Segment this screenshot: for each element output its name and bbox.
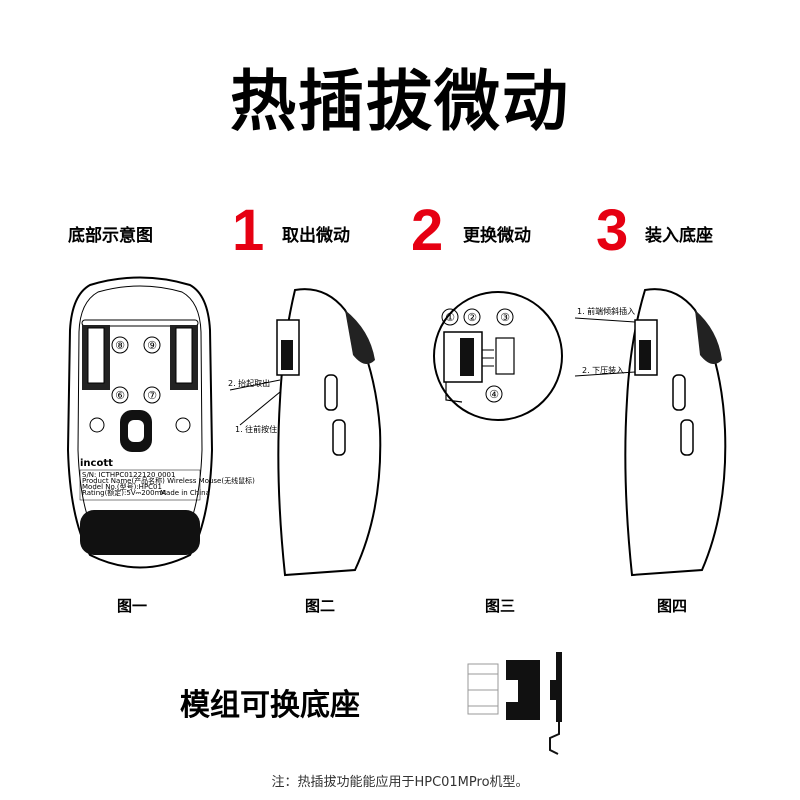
step-number-2: 2 bbox=[411, 198, 444, 263]
caption-fig4: 图四 bbox=[656, 597, 687, 615]
label-line-4: Rating(额定):5V⎓200mA bbox=[82, 488, 166, 497]
step-label-bottom-view: 底部示意图 bbox=[68, 226, 153, 246]
step-label-replace: 更换微动 bbox=[463, 226, 531, 246]
detail-circle-4: ④ bbox=[489, 388, 499, 401]
label-line-3: Model No.(型号):HPC01 bbox=[82, 482, 162, 491]
annotation-tilt-insert: 1. 前端倾斜插入 bbox=[577, 306, 635, 316]
page-title: 热插拔微动 bbox=[230, 63, 570, 140]
footnote: 注：热插拔功能能应用于HPC01MPro机型。 bbox=[271, 775, 529, 790]
label-line-1: S/N: ICTHPC0122120 0001 bbox=[82, 471, 175, 479]
step-label-remove: 取出微动 bbox=[282, 226, 350, 246]
annotation-press-down: 2. 下压装入 bbox=[582, 365, 624, 375]
label-line-5: Made in China bbox=[160, 489, 210, 497]
install-switch-diagram: 1. 前端倾斜插入 2. 下压装入 bbox=[574, 288, 727, 577]
switch-module-illustration bbox=[467, 652, 562, 755]
circle-label-6: ⑥ bbox=[115, 389, 125, 402]
caption-fig2: 图二 bbox=[304, 597, 335, 615]
detail-circle-3: ③ bbox=[500, 311, 510, 324]
annotation-lift-out: 2. 抬起取出 bbox=[228, 378, 270, 388]
brand-label: incott bbox=[80, 458, 113, 469]
circle-label-8: ⑧ bbox=[115, 339, 125, 352]
replace-switch-detail: ① ② ③ ④ bbox=[433, 291, 563, 421]
step-number-3: 3 bbox=[596, 198, 629, 263]
label-line-2: Product Name(产品名称) Wireless Mouse(无线鼠标) bbox=[82, 476, 255, 485]
step-label-install: 装入底座 bbox=[645, 226, 713, 246]
caption-fig1: 图一 bbox=[116, 597, 147, 615]
annotation-press-forward: 1. 往前按住 bbox=[235, 424, 277, 434]
remove-switch-diagram: 2. 抬起取出 1. 往前按住 bbox=[228, 288, 382, 577]
mouse-bottom-diagram: ⑧ ⑨ ⑥ ⑦ incott S/N: ICTHPC0122120 0001 P… bbox=[66, 276, 255, 569]
step-number-1: 1 bbox=[232, 198, 265, 263]
detail-circle-1: ① bbox=[445, 311, 455, 324]
circle-label-7: ⑦ bbox=[147, 389, 157, 402]
detail-circle-2: ② bbox=[467, 311, 477, 324]
caption-fig3: 图三 bbox=[484, 597, 515, 615]
module-label: 模组可换底座 bbox=[180, 688, 360, 723]
circle-label-9: ⑨ bbox=[147, 339, 157, 352]
